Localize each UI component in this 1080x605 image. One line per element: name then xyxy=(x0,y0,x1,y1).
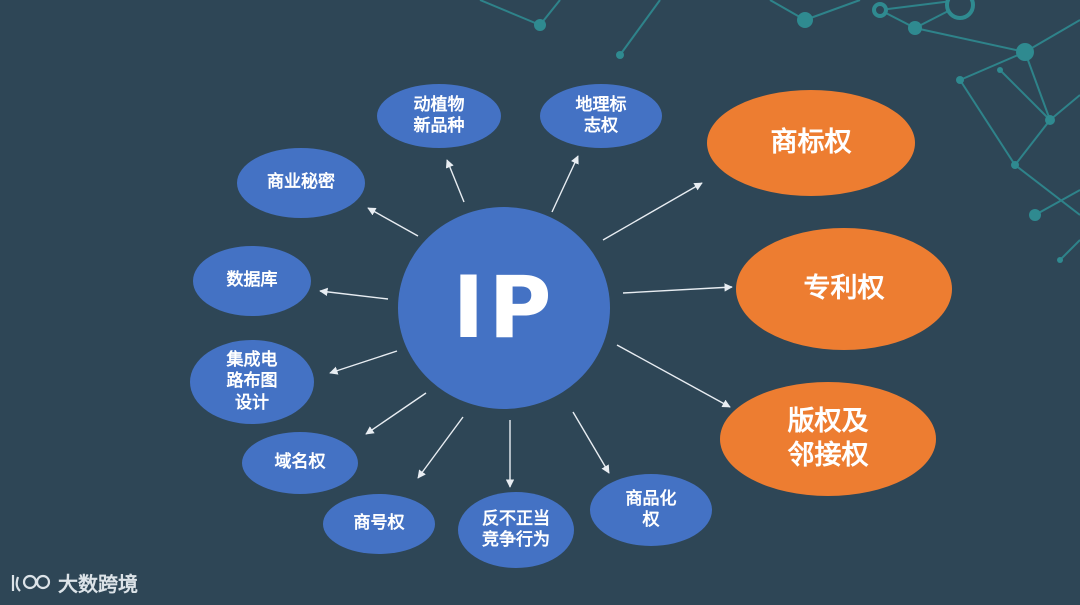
arrow-to-trade-secret xyxy=(367,207,419,237)
node-copyright: 版权及 邻接权 xyxy=(720,382,936,496)
node-patent: 专利权 xyxy=(736,228,952,350)
arrow-to-ic-layout xyxy=(329,350,398,375)
node-trade-secret-label: 商业秘密 xyxy=(267,172,335,193)
node-unfair-competition: 反不正当 竞争行为 xyxy=(458,492,574,568)
node-unfair-competition-label: 反不正当 竞争行为 xyxy=(482,508,550,550)
node-geo-indication: 地理标 志权 xyxy=(540,84,662,148)
node-trade-name: 商号权 xyxy=(323,494,435,554)
arrow-to-database xyxy=(319,287,389,300)
node-trade-name-label: 商号权 xyxy=(353,513,405,534)
node-geo-indication-label: 地理标 志权 xyxy=(575,94,627,136)
arrow-to-patent xyxy=(622,283,733,294)
node-copyright-label: 版权及 邻接权 xyxy=(787,406,869,471)
logo-text: 大数跨境 xyxy=(58,572,138,596)
node-plant-variety: 动植物 新品种 xyxy=(377,84,501,148)
ip-center-node: IP xyxy=(398,207,610,409)
brand-logo: 大数跨境 xyxy=(10,568,138,597)
node-plant-variety-label: 动植物 新品种 xyxy=(413,94,465,136)
arrow-to-domain-name xyxy=(365,392,427,435)
arrow-to-copyright xyxy=(616,344,731,408)
ip-center-label: IP xyxy=(452,258,556,358)
logo-icon xyxy=(11,574,51,592)
node-domain-name-label: 域名权 xyxy=(274,452,326,473)
arrow-to-merchandising xyxy=(572,411,610,474)
node-trademark: 商标权 xyxy=(707,90,915,196)
node-trade-secret: 商业秘密 xyxy=(237,148,365,218)
node-merchandising: 商品化 权 xyxy=(590,474,712,546)
node-domain-name: 域名权 xyxy=(242,432,358,494)
node-trademark-label: 商标权 xyxy=(770,127,852,159)
node-database-label: 数据库 xyxy=(226,270,278,291)
node-ic-layout: 集成电 路布图 设计 xyxy=(190,340,314,424)
arrow-to-geo-indication xyxy=(551,155,579,213)
node-database: 数据库 xyxy=(193,246,311,316)
node-merchandising-label: 商品化 权 xyxy=(625,488,677,530)
node-ic-layout-label: 集成电 路布图 设计 xyxy=(226,350,278,413)
arrow-to-trademark xyxy=(602,182,703,241)
node-patent-label: 专利权 xyxy=(803,273,885,305)
arrow-to-trade-name xyxy=(417,416,464,479)
arrow-to-plant-variety xyxy=(445,159,465,203)
